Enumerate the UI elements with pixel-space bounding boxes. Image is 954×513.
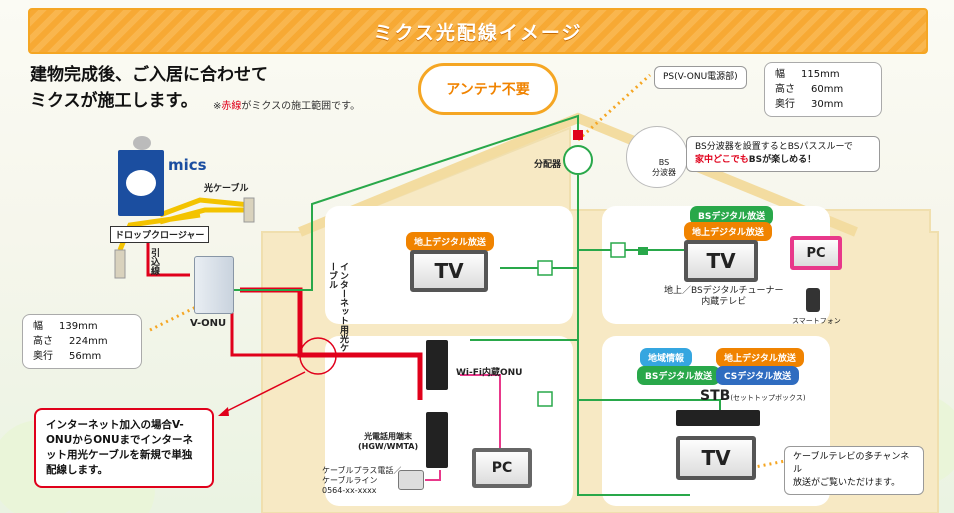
drop-closure-label: ドロップクロージャー xyxy=(110,226,210,243)
mics-logo-mark xyxy=(126,170,156,196)
spec-value: 115mm xyxy=(801,69,840,80)
telephone-icon xyxy=(398,470,424,490)
satellite-dish-icon xyxy=(133,136,151,150)
mics-logo-text: mics xyxy=(168,156,207,174)
ps-spec-row: 幅 115mm xyxy=(775,67,871,82)
stb-main: STB xyxy=(700,388,731,404)
splitter-label: 分配器 xyxy=(534,160,562,170)
spec-value: 56mm xyxy=(69,351,102,362)
upper-right-tag-bs: BSデジタル放送 xyxy=(690,206,774,225)
note-rest: がミクスの施工範囲です。 xyxy=(241,101,361,112)
banner-title: ミクス光配線イメージ xyxy=(373,21,583,44)
catv-callout: ケーブルテレビの多チャンネル 放送がご覧いただけます。 xyxy=(784,446,924,495)
smartphone-icon xyxy=(806,288,820,312)
stb-device-icon xyxy=(676,410,760,426)
spec-value: 139mm xyxy=(59,321,98,332)
spec-key: 幅 xyxy=(775,69,785,80)
vonu-spec-row: 奥行 56mm xyxy=(33,349,131,364)
headline: 建物完成後、ご入居に合わせて ミクスが施工します。 xyxy=(30,62,268,114)
stb-sub: (セットトップボックス) xyxy=(730,394,806,402)
lower-right-tag-terrestrial: 地上デジタル放送 xyxy=(716,348,804,367)
wifi-onu-label: Wi-Fi内蔵ONU xyxy=(456,368,523,378)
upper-right-tag-terrestrial: 地上デジタル放送 xyxy=(684,222,772,241)
spec-key: 高さ xyxy=(775,84,795,95)
ps-spec-box: 幅 115mm 高さ 60mm 奥行 30mm xyxy=(764,62,882,117)
spec-key: 奥行 xyxy=(775,99,795,110)
stb-label: STB(セットトップボックス) xyxy=(700,388,806,404)
bs-splitter-device-icon xyxy=(626,126,688,188)
spec-value: 224mm xyxy=(69,336,108,347)
ps-spec-row: 奥行 30mm xyxy=(775,97,871,112)
upper-right-tv: TV xyxy=(684,240,758,282)
vonu-spec-row: 高さ 224mm xyxy=(33,334,131,349)
antenna-bubble-text: アンテナ不要 xyxy=(446,82,530,98)
spec-value: 60mm xyxy=(811,84,844,95)
lower-right-tag-local: 地域情報 xyxy=(640,348,693,367)
lower-middle-pc: PC xyxy=(472,448,532,488)
wifi-onu-icon xyxy=(426,340,448,390)
spec-key: 奥行 xyxy=(33,351,53,362)
antenna-bubble: アンテナ不要 xyxy=(418,63,558,115)
note-red-text: 赤線 xyxy=(221,101,242,112)
bs-splitter-note: BS分波器を設置するとBSパススルーで 家中どこでもBSが楽しめる！ xyxy=(686,136,880,172)
phone-caption: ケーブルプラス電話／ ケーブルライン 0564-xx-xxxx xyxy=(322,466,402,495)
upper-right-pc: PC xyxy=(790,236,842,270)
vonu-spec-box: 幅 139mm 高さ 224mm 奥行 56mm xyxy=(22,314,142,369)
living-tag: 地上デジタル放送 xyxy=(406,232,494,251)
phone-terminal-label: 光電話用端末 (HGW/WMTA) xyxy=(358,432,419,451)
lower-right-tv: TV xyxy=(676,436,756,480)
ps-spec-row: 高さ 60mm xyxy=(775,82,871,97)
internet-callout: インターネット加入の場合V-ONUからONUまでインターネット用光ケーブルを新規… xyxy=(34,408,214,488)
bs-note-bs: BS xyxy=(748,155,763,165)
headline-line-1: 建物完成後、ご入居に合わせて xyxy=(30,65,268,85)
spec-key: 幅 xyxy=(33,321,43,332)
vonu-device-icon xyxy=(194,256,234,314)
fiber-cable-label: 光ケーブル xyxy=(204,184,249,194)
bs-note-rest: が楽しめる！ xyxy=(762,155,817,165)
lower-right-tag-bs: BSデジタル放送 xyxy=(637,366,721,385)
headline-line-2: ミクスが施工します。 xyxy=(30,91,198,111)
pull-in-label: 引込線 xyxy=(149,248,159,275)
upper-right-tv-caption: 地上／BSデジタルチューナー 内蔵テレビ xyxy=(664,286,784,307)
bs-note-line-2: 家中どこでもBSが楽しめる！ xyxy=(695,154,871,167)
bs-note-highlight: 家中どこでも xyxy=(695,155,749,165)
smartphone-label: スマートフォン xyxy=(792,317,841,325)
spec-key: 高さ xyxy=(33,336,53,347)
bs-note-line-1: BS分波器を設置するとBSパススルーで xyxy=(695,142,853,152)
lower-right-tag-cs: CSデジタル放送 xyxy=(716,366,800,385)
note-prefix: ※ xyxy=(213,101,222,112)
scope-note: ※赤線がミクスの施工範囲です。 xyxy=(213,97,360,112)
bs-splitter-device-label: BS 分波器 xyxy=(652,158,676,177)
spec-value: 30mm xyxy=(811,99,844,110)
title-banner: ミクス光配線イメージ xyxy=(28,8,928,54)
phone-terminal-icon xyxy=(426,412,448,468)
vonu-spec-row: 幅 139mm xyxy=(33,319,131,334)
ps-label: PS(V-ONU電源部) xyxy=(654,66,747,89)
mics-building-icon xyxy=(118,150,164,216)
internet-cable-label: インターネット用光ケーブル xyxy=(327,262,348,352)
living-tv: TV xyxy=(410,250,488,292)
vonu-label: V-ONU xyxy=(190,318,227,329)
